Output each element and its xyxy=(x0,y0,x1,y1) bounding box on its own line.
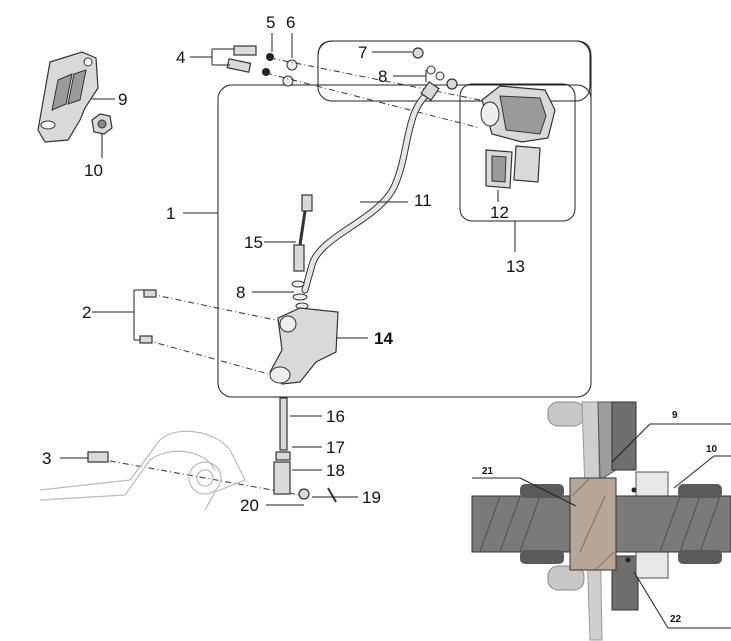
callout-1: 1 xyxy=(166,204,175,223)
detail-callout-10: 10 xyxy=(706,444,718,455)
group-frame-upper xyxy=(317,40,592,100)
callout-20: 20 xyxy=(240,496,259,515)
callout-2: 2 xyxy=(82,303,91,322)
detail-callout-21: 21 xyxy=(482,466,494,477)
master-cylinder-part xyxy=(269,307,339,385)
callout-16: 16 xyxy=(326,407,345,426)
banjo-bolt-upper-part xyxy=(412,47,458,90)
bolts-upper-part xyxy=(226,45,298,87)
brake-switch-part xyxy=(293,194,313,272)
group-frame-1 xyxy=(217,84,592,398)
detail-cross-section: 9 10 21 22 xyxy=(471,398,731,641)
callout-9: 9 xyxy=(118,90,127,109)
callout-13: 13 xyxy=(506,257,525,276)
callout-10: 10 xyxy=(84,161,103,180)
callout-11: 11 xyxy=(414,191,432,210)
callout-6: 6 xyxy=(286,13,295,32)
brake-caliper-part xyxy=(480,85,556,143)
brake-pedal-ghost xyxy=(39,430,246,511)
callout-15: 15 xyxy=(244,233,263,252)
push-rod-part xyxy=(273,397,337,503)
callout-17: 17 xyxy=(326,438,345,457)
brake-hose-part xyxy=(301,80,440,294)
callout-18: 18 xyxy=(326,461,345,480)
callout-8-lower: 8 xyxy=(236,283,245,302)
group-frame-13 xyxy=(459,83,576,222)
callout-12: 12 xyxy=(490,203,509,222)
banjo-lower-part xyxy=(291,280,309,310)
bracket-plate-part xyxy=(37,51,99,143)
callout-7: 7 xyxy=(358,43,367,62)
callout-14: 14 xyxy=(374,329,393,348)
callout-8-upper: 8 xyxy=(378,67,387,86)
bolts-lower-part xyxy=(139,289,157,344)
callout-19: 19 xyxy=(362,488,381,507)
detail-callout-9: 9 xyxy=(672,410,678,421)
callout-4: 4 xyxy=(176,48,185,67)
brake-pads-part xyxy=(485,145,541,189)
nut-10-part xyxy=(91,113,113,135)
callout-5: 5 xyxy=(266,13,275,32)
callout-3: 3 xyxy=(42,449,51,468)
detail-callout-22: 22 xyxy=(670,614,682,625)
